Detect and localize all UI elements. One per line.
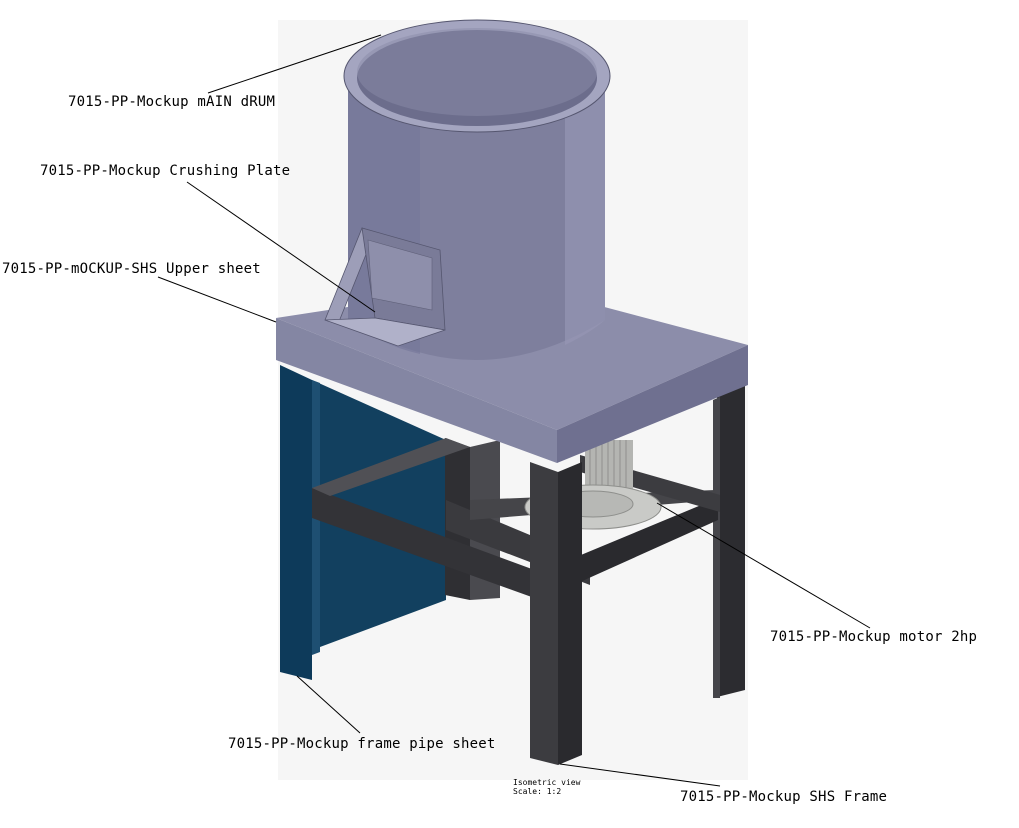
label-motor: 7015-PP-Mockup motor 2hp: [770, 629, 978, 645]
main-drum: [343, 19, 611, 360]
label-crushing-plate: 7015-PP-Mockup Crushing Plate: [40, 163, 291, 179]
leader-lines: [157, 34, 871, 787]
view-name: Isometric view: [513, 778, 581, 787]
view-info: Isometric view Scale: 1:2: [513, 778, 580, 796]
label-upper-sheet: 7015-PP-mOCKUP-SHS Upper sheet: [2, 261, 261, 277]
view-scale: Scale: 1:2: [513, 787, 562, 796]
crushing-plate: [324, 227, 446, 347]
label-frame-pipe-sheet: 7015-PP-Mockup frame pipe sheet: [228, 736, 496, 752]
shs-frame-front-leg: [530, 462, 582, 765]
label-main-drum: 7015-PP-Mockup mAIN dRUM: [68, 94, 276, 110]
label-shs-frame: 7015-PP-Mockup SHS Frame: [680, 789, 888, 805]
